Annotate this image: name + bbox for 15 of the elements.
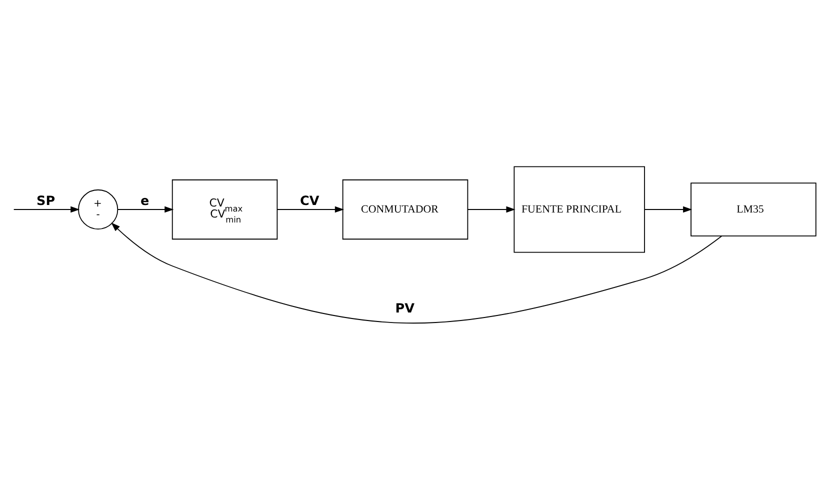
edge-label: CV	[300, 194, 320, 209]
arrow	[467, 206, 516, 212]
node-box: CV$_{max}$ CV$_{min}$	[172, 178, 278, 240]
arrow	[117, 206, 174, 212]
arrow	[13, 206, 80, 212]
edge-label: PV	[395, 301, 414, 316]
arrow	[111, 222, 722, 323]
arrow	[644, 206, 692, 212]
node-box: LM35	[690, 182, 816, 236]
arrow	[276, 206, 344, 212]
edge-label: e	[140, 194, 150, 209]
node-circle: + -	[78, 188, 118, 230]
edge-label: SP	[36, 194, 56, 209]
node-box: FUENTE PRINCIPAL	[514, 166, 645, 252]
node-box: CONMUTADOR	[342, 178, 468, 240]
